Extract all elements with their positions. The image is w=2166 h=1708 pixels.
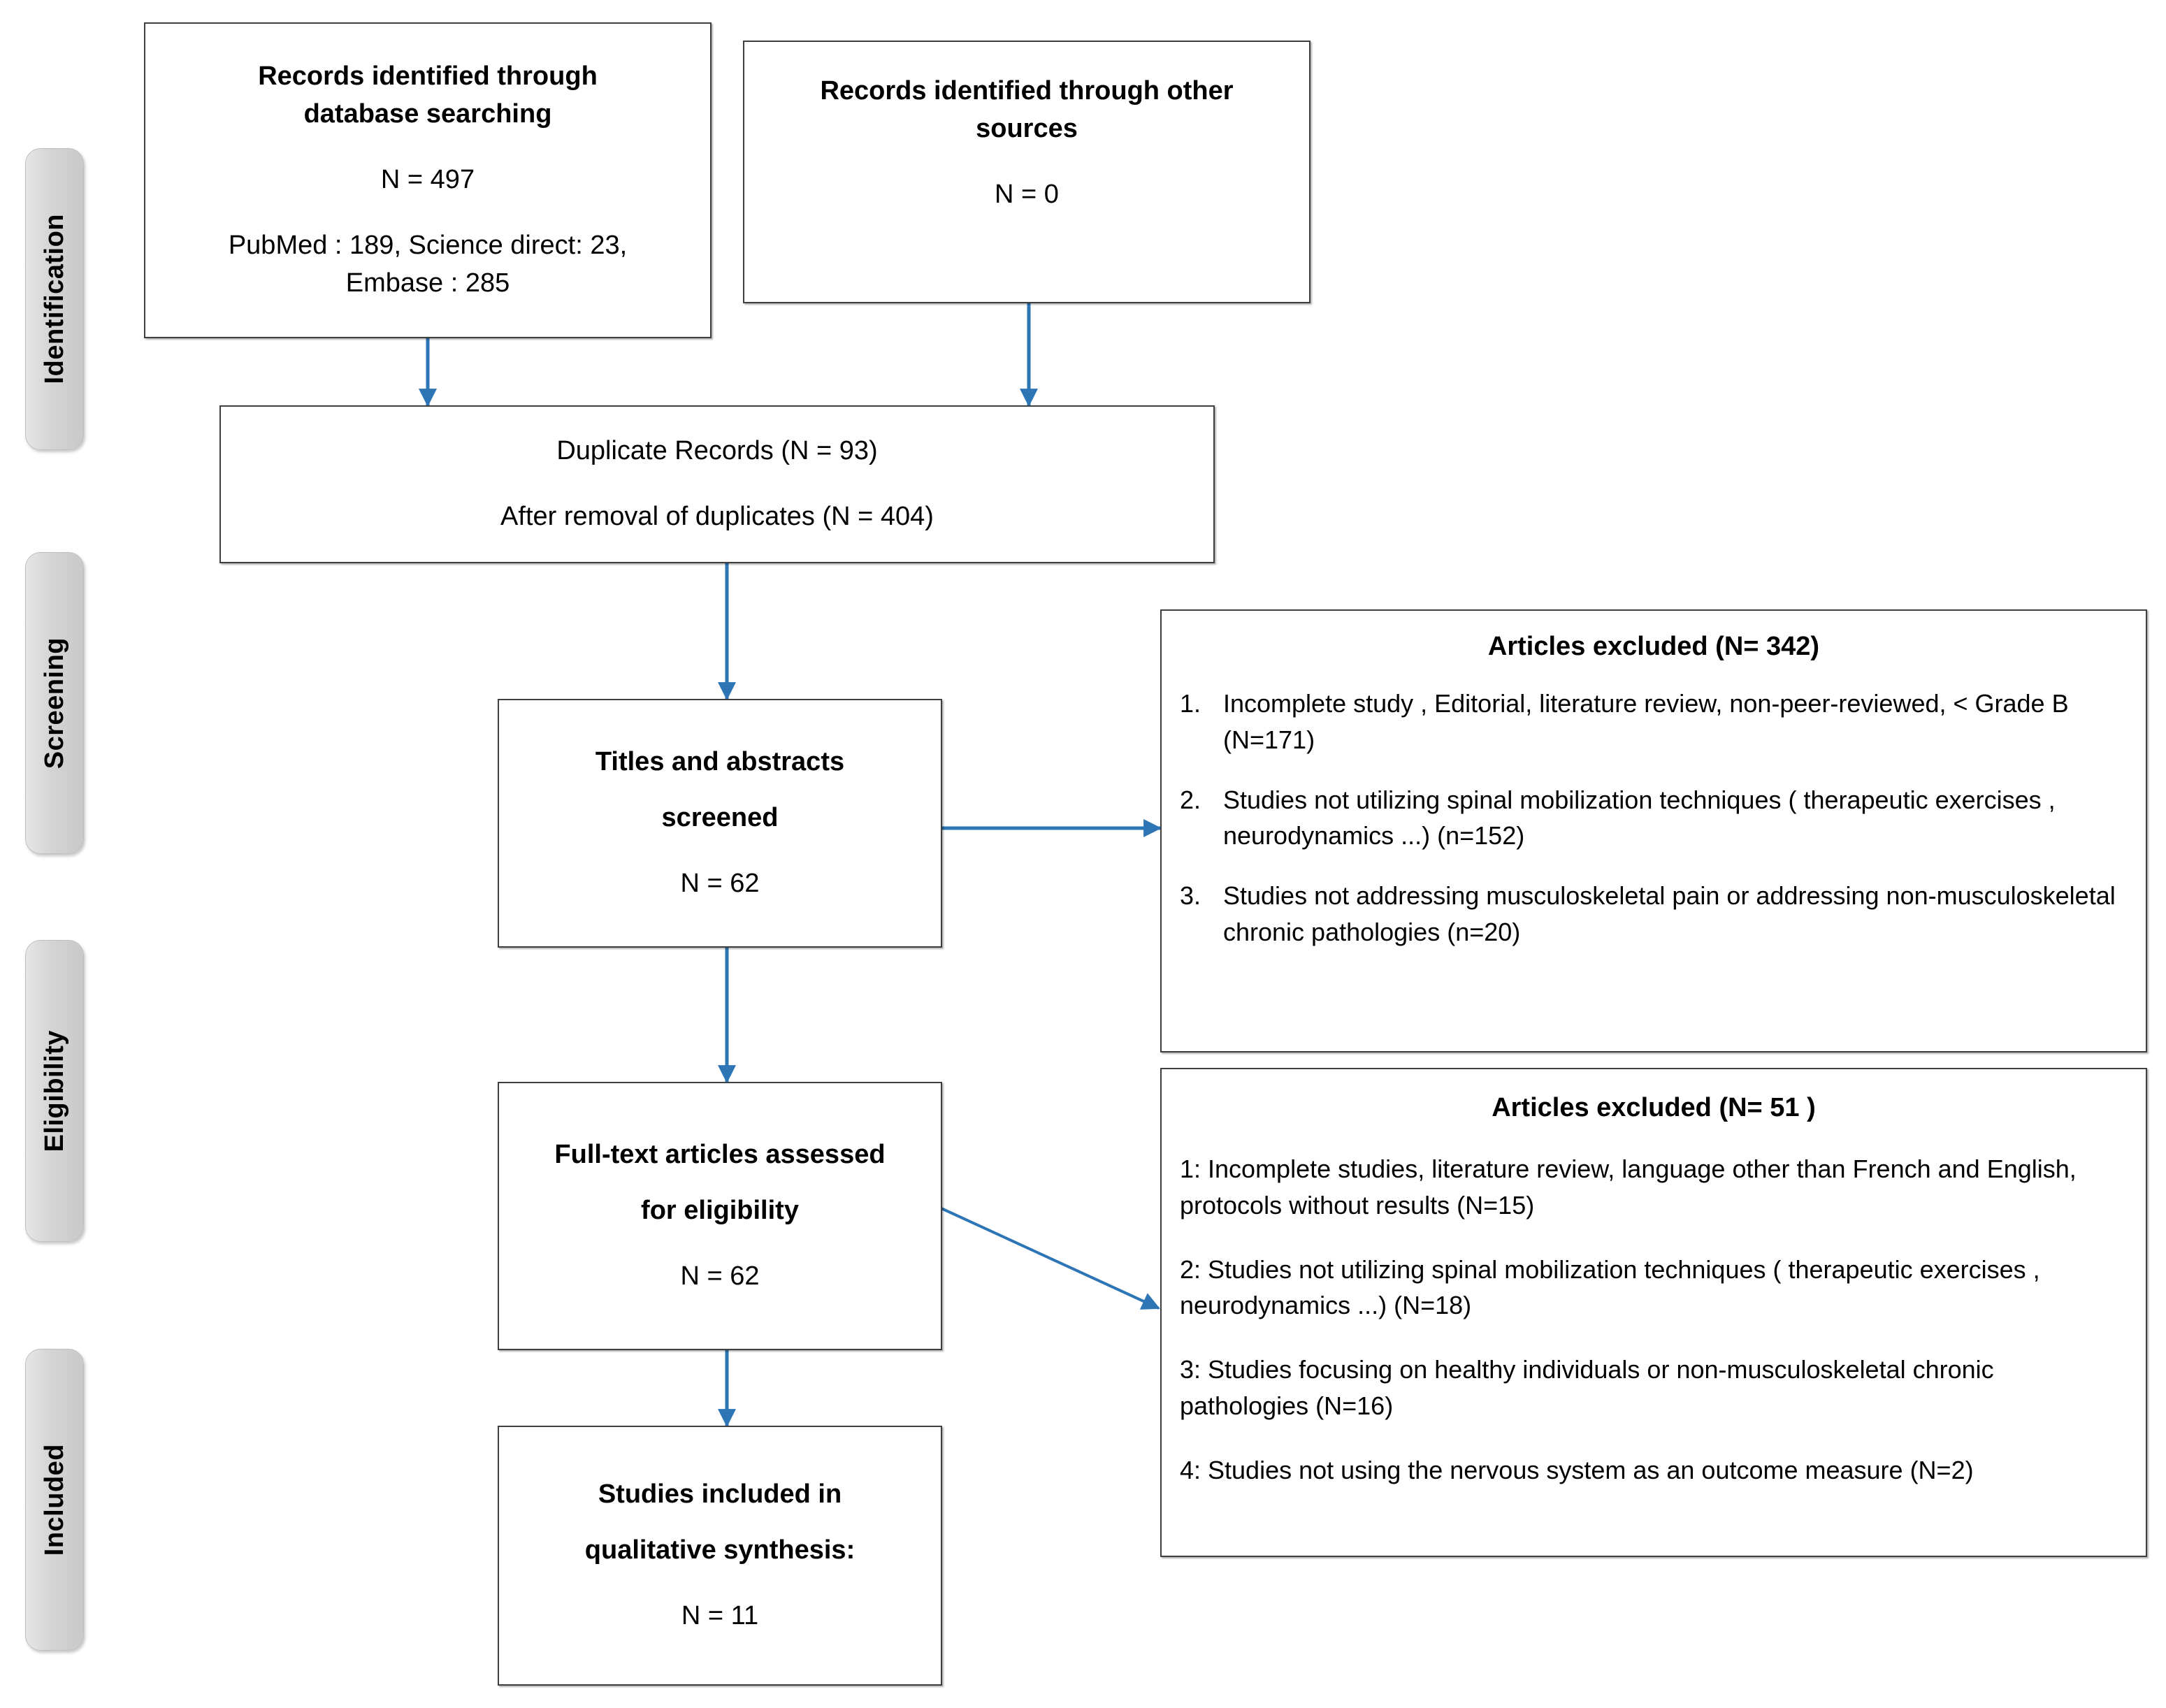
included-count: N = 11 (681, 1600, 759, 1630)
excluded-screening-item-1-text: Incomplete study , Editorial, literature… (1223, 689, 2069, 754)
included-title-line1: Studies included in (598, 1479, 842, 1510)
box-articles-excluded-screening: Articles excluded (N= 342) 1. Incomplete… (1160, 609, 2147, 1052)
db-search-title-line2: database searching (303, 99, 552, 129)
excluded-screening-item-3-text: Studies not addressing musculoskeletal p… (1223, 881, 2116, 947)
screened-title-line1: Titles and abstracts (595, 747, 845, 777)
excluded-eligibility-title: Articles excluded (N= 51 ) (1492, 1093, 1816, 1122)
db-search-title-line1: Records identified through (258, 61, 598, 92)
arrow-fulltext-to-excluded-eligibility (934, 1204, 1160, 1310)
other-sources-title-line2: sources (976, 114, 1078, 144)
excluded-screening-item-3-num: 3. (1180, 881, 1201, 911)
stage-tab-screening[interactable]: Screening (25, 552, 84, 854)
db-search-count: N = 497 (380, 165, 475, 195)
box-records-other-sources: Records identified through other sources… (743, 41, 1311, 303)
box-records-database-searching: Records identified through database sear… (144, 22, 712, 338)
fulltext-title-line2: for eligibility (641, 1196, 799, 1226)
list-item: 2. Studies not utilizing spinal mobiliza… (1180, 782, 2128, 855)
db-search-breakdown-line2: Embase : 285 (345, 268, 510, 298)
stage-tab-eligibility[interactable]: Eligibility (25, 940, 84, 1242)
box-studies-included: Studies included in qualitative synthesi… (498, 1426, 942, 1686)
box-duplicate-records: Duplicate Records (N = 93) After removal… (219, 405, 1215, 563)
box-titles-abstracts-screened: Titles and abstracts screened N = 62 (498, 699, 942, 948)
screened-title-line2: screened (661, 803, 779, 833)
excluded-screening-item-2-num: 2. (1180, 785, 1201, 814)
included-title-line2: qualitative synthesis: (584, 1535, 855, 1565)
stage-tab-screening-label: Screening (39, 637, 69, 769)
list-item: 3. Studies not addressing musculoskeleta… (1180, 878, 2128, 950)
stage-tab-identification-label: Identification (39, 214, 69, 384)
excluded-eligibility-item-2: 2: Studies not utilizing spinal mobiliza… (1180, 1254, 2040, 1320)
excluded-eligibility-item-1: 1: Incomplete studies, literature review… (1180, 1155, 2077, 1220)
stage-tab-included[interactable]: Included (25, 1349, 84, 1651)
stage-tab-included-label: Included (39, 1443, 69, 1556)
fulltext-count: N = 62 (680, 1261, 760, 1291)
box-articles-excluded-eligibility: Articles excluded (N= 51 ) 1: Incomplete… (1160, 1068, 2147, 1557)
excluded-screening-item-2-text: Studies not utilizing spinal mobilizatio… (1223, 785, 2056, 851)
db-search-breakdown-line1: PubMed : 189, Science direct: 23, (228, 230, 628, 260)
duplicates-line2: After removal of duplicates (N = 404) (500, 502, 934, 531)
fulltext-title-line1: Full-text articles assessed (554, 1140, 886, 1170)
other-sources-title-line1: Records identified through other (820, 76, 1234, 106)
stage-tab-eligibility-label: Eligibility (39, 1029, 69, 1152)
excluded-screening-item-1-num: 1. (1180, 689, 1201, 718)
excluded-eligibility-item-4: 4: Studies not using the nervous system … (1180, 1455, 1974, 1484)
stage-tab-identification[interactable]: Identification (25, 148, 84, 450)
excluded-screening-title: Articles excluded (N= 342) (1487, 632, 1820, 661)
excluded-eligibility-item-3: 3: Studies focusing on healthy individua… (1180, 1355, 1994, 1421)
box-fulltext-assessed: Full-text articles assessed for eligibil… (498, 1082, 942, 1350)
excluded-screening-list: 1. Incomplete study , Editorial, literat… (1180, 686, 2128, 950)
other-sources-count: N = 0 (995, 179, 1059, 209)
duplicates-line1: Duplicate Records (N = 93) (556, 436, 878, 466)
excluded-eligibility-list: 1: Incomplete studies, literature review… (1180, 1151, 2128, 1489)
screened-count: N = 62 (680, 868, 760, 898)
list-item: 1. Incomplete study , Editorial, literat… (1180, 686, 2128, 758)
